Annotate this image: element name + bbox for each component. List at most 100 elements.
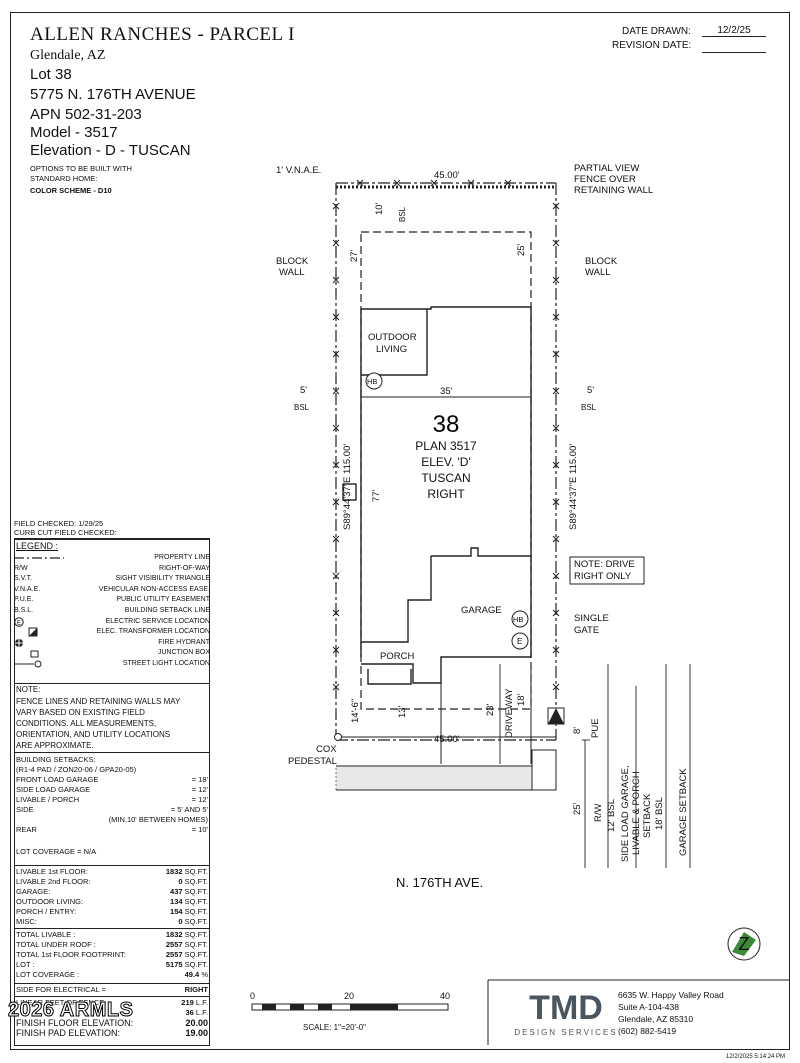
area-row: GARAGE:437 SQ.FT. xyxy=(16,887,208,896)
bsl18-label: 18' BSL xyxy=(654,797,665,830)
options-line1: OPTIONS TO BE BUILT WITH xyxy=(30,164,132,173)
setback-row: (MIN.10' BETWEEN HOMES) xyxy=(108,815,208,824)
setback-label: SETBACK xyxy=(642,793,653,838)
revision-date-label: REVISION DATE: xyxy=(612,40,692,51)
color-scheme: COLOR SCHEME - D10 xyxy=(30,186,112,195)
firm-address: Glendale, AZ 85310 xyxy=(618,1014,693,1024)
note-line: CONDITIONS. ALL MEASUREMENTS, xyxy=(16,719,157,728)
project-city: Glendale, AZ xyxy=(30,48,106,63)
legend-row-svt: S.V.T.SIGHT VISIBILITY TRIANGLE xyxy=(14,574,210,585)
fence-marker xyxy=(552,572,560,580)
fence-marker xyxy=(430,179,438,187)
depth-77-dim: 77' xyxy=(371,489,382,502)
transformer-icon xyxy=(547,707,565,725)
legend-symbol: S.V.T. xyxy=(14,575,33,583)
firm-tagline: DESIGN SERVICES xyxy=(514,1028,617,1037)
utility-markers xyxy=(365,372,529,650)
scale-tick: 0 xyxy=(250,991,255,1001)
area-row: LIVABLE 1st FLOOR:1832 SQ.FT. xyxy=(16,867,208,876)
fence-marker xyxy=(552,424,560,432)
firm-address: Suite A-104-438 xyxy=(618,1002,679,1012)
setbacks-top-rule xyxy=(14,752,210,753)
date-drawn-label: DATE DRAWN: xyxy=(622,26,691,37)
fence-note-line: FENCE OVER xyxy=(574,174,636,185)
legend-label: PUBLIC UTILITY EASEMENT xyxy=(116,596,210,604)
total-row: LOT COVERAGE :49.4 % xyxy=(16,970,208,979)
finish-pad-row: FINISH PAD ELEVATION:19.00 xyxy=(16,1028,208,1038)
fence-marker xyxy=(332,387,340,395)
fence-marker xyxy=(552,461,560,469)
dim-8: 8' xyxy=(572,727,583,734)
totals-table: TOTAL LIVABLE :1832 SQ.FT. TOTAL UNDER R… xyxy=(16,930,208,980)
right-side-dim: 5' xyxy=(587,385,594,396)
scale-bar xyxy=(251,1003,449,1011)
legend-symbol: B.S.L. xyxy=(14,606,34,614)
plan-line: PLAN 3517 xyxy=(415,439,477,453)
apn-label: APN 502-31-203 xyxy=(30,106,142,123)
finish-table: LINEAR FEET OF FENCE:219 L.F. 36 L.F. FI… xyxy=(16,998,208,1038)
fire-hydrant-icon xyxy=(14,638,72,649)
firm-logo: TMD xyxy=(529,989,603,1027)
legend-row-pue: P.U.E.PUBLIC UTILITY EASEMENT xyxy=(14,595,210,606)
block-wall-left: WALL xyxy=(279,267,305,278)
setback-row: SIDE= 5' AND 5' xyxy=(16,805,208,814)
drive-note: NOTE: DRIVE xyxy=(574,559,635,570)
elev-line: ELEV. 'D' xyxy=(421,455,471,469)
legend-row-bsl: B.S.L.BUILDING SETBACK LINE xyxy=(14,606,210,617)
rear-setback-dim: 10' xyxy=(374,202,385,215)
fence-note-line: RETAINING WALL xyxy=(574,185,653,196)
drive-note: RIGHT ONLY xyxy=(574,571,632,582)
electrical-top-rule xyxy=(14,983,210,984)
legend-row-streetlight: STREET LIGHT LOCATION xyxy=(14,659,210,670)
options-line2: STANDARD HOME: xyxy=(30,174,98,183)
firm-phone: (602) 882-5419 xyxy=(618,1026,676,1036)
field-checked: FIELD CHECKED: 1/29/25 xyxy=(14,519,104,528)
dim-23: 23' xyxy=(485,703,496,716)
project-title: ALLEN RANCHES - PARCEL I xyxy=(30,24,295,45)
transformer-icon xyxy=(14,627,86,638)
rear-bsl: BSL xyxy=(398,206,407,222)
junction-box-icon xyxy=(14,648,88,659)
legend-row-vnae: V.N.A.E.VEHICULAR NON-ACCESS EASE. xyxy=(14,585,210,596)
total-row: LOT :5175 SQ.FT. xyxy=(16,960,208,969)
area-row: OUTDOOR LIVING:134 SQ.FT. xyxy=(16,897,208,906)
single-gate-label: SINGLE xyxy=(574,613,609,624)
livable-porch-label: LIVABLE & PORCH xyxy=(631,771,642,855)
fence-markers xyxy=(332,179,560,691)
legend-label: PROPERTY LINE xyxy=(154,554,210,561)
depth-27-dim: 27' xyxy=(349,249,360,262)
svg-text:Z: Z xyxy=(739,934,750,954)
finish-floor-row: FINISH FLOOR ELEVATION:20.00 xyxy=(16,1018,208,1028)
house-outline xyxy=(342,306,532,685)
cox-pedestal-icon xyxy=(334,733,342,741)
style-line: TUSCAN xyxy=(421,471,470,485)
block-wall-left: BLOCK xyxy=(276,256,309,267)
svg-text:E: E xyxy=(17,620,21,626)
fence-marker xyxy=(467,179,475,187)
depth-25-dim: 25' xyxy=(516,243,527,256)
area-row: LIVABLE 2nd FLOOR:0 SQ.FT. xyxy=(16,877,208,886)
hb-marker-rear: HB xyxy=(367,377,377,386)
address-label: 5775 N. 176TH AVENUE xyxy=(30,86,196,103)
legend-row-junction: JUNCTION BOX xyxy=(14,648,210,659)
drive-apron xyxy=(531,749,557,791)
fence-marker xyxy=(552,646,560,654)
side-load-label: SIDE LOAD GARAGE, xyxy=(620,765,631,862)
street-name: N. 176TH AVE. xyxy=(396,875,483,890)
street-light-icon xyxy=(14,659,72,670)
cox-label: PEDESTAL xyxy=(288,756,337,767)
dim-18: 18' xyxy=(516,693,527,706)
fence-marker xyxy=(552,387,560,395)
fence-marker xyxy=(332,572,340,580)
total-row: TOTAL LIVABLE :1832 SQ.FT. xyxy=(16,930,208,939)
top-width-dim: 45.00' xyxy=(434,170,460,181)
right-bsl: BSL xyxy=(581,403,597,412)
outdoor-living-area xyxy=(361,309,428,376)
fence-marker xyxy=(332,609,340,617)
hb-marker-front: HB xyxy=(513,615,523,624)
block-wall-right: BLOCK xyxy=(585,256,618,267)
setback-row: REAR= 10' xyxy=(16,825,208,834)
fence-marker xyxy=(332,498,340,506)
model-label: Model - 3517 xyxy=(30,124,118,141)
